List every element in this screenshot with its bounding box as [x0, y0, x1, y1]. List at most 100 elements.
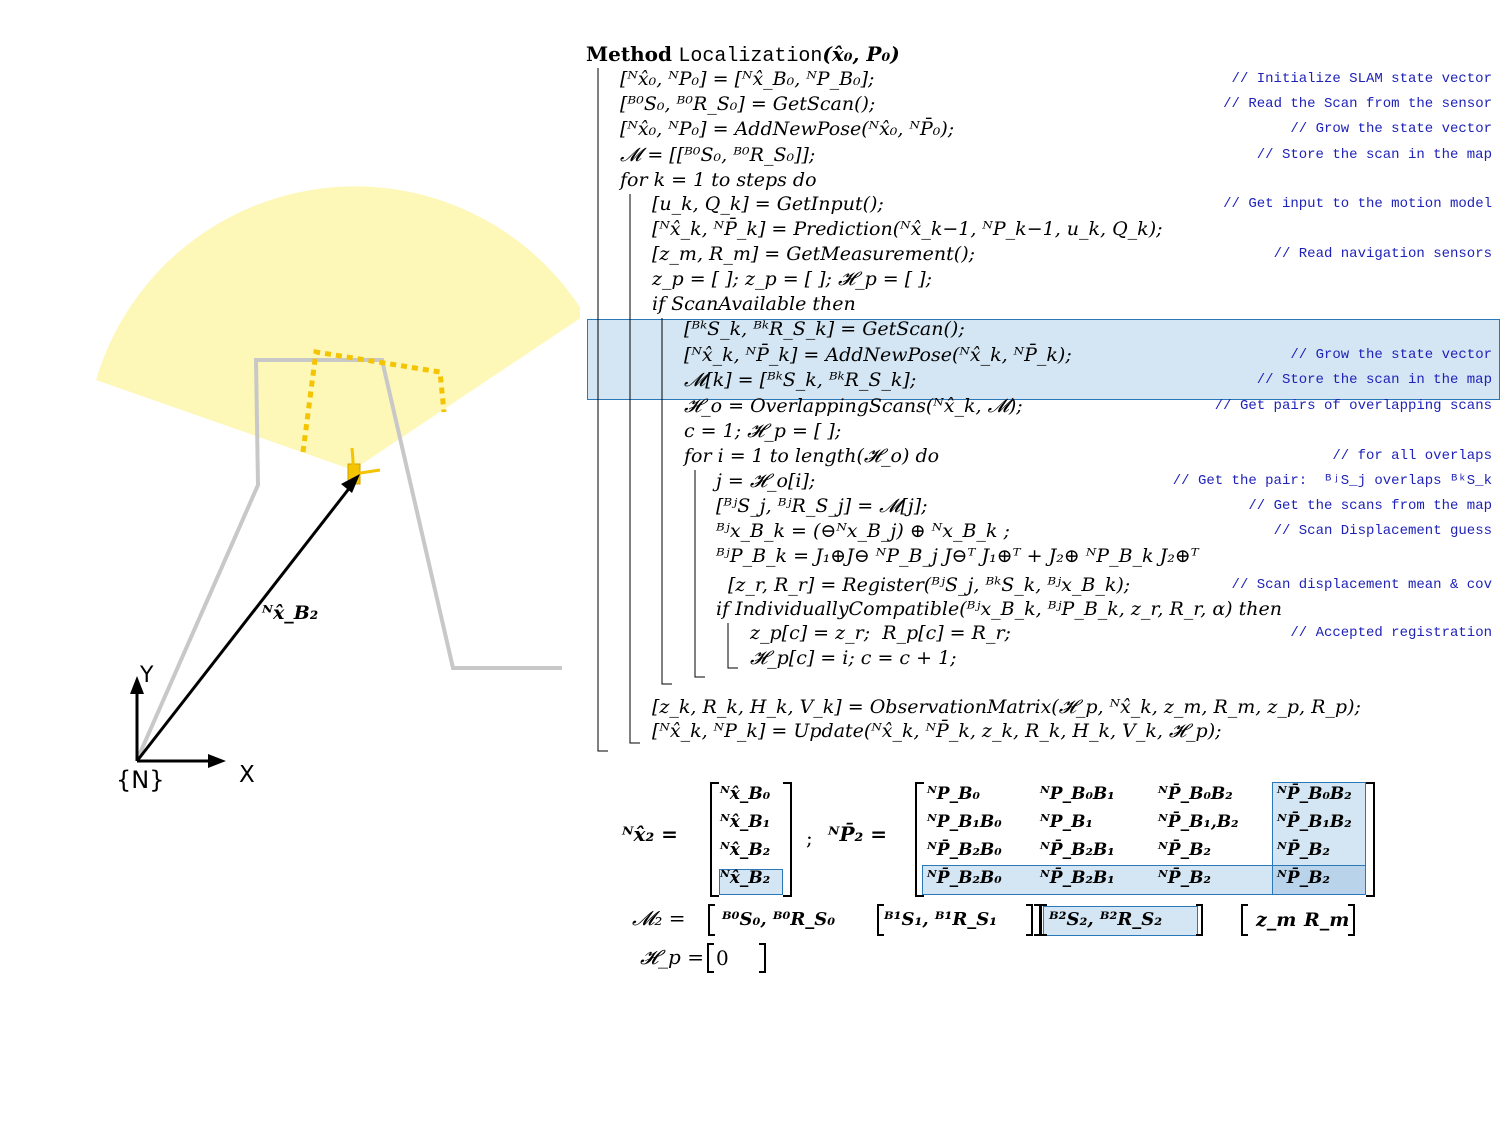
algorithm-title: Method Localization(x̂₀, P₀) — [586, 42, 900, 68]
algorithm-line: [ᴮᵏS_k, ᴮᵏR_S_k] = GetScan(); — [0, 317, 1500, 342]
p-matrix-cell: ᴺP_B₀B₁ — [1040, 784, 1115, 804]
algorithm-line: [u_k, Q_k] = GetInput(); // Get input to … — [0, 192, 1500, 217]
algorithm-comment: // Get pairs of overlapping scans — [1214, 398, 1492, 414]
p-state-lhs: ᴺP̄₂ = — [828, 822, 888, 846]
p-matrix-cell: ᴺP̄_B₂B₀ — [927, 840, 1002, 860]
measurement-entry: R_m — [1304, 909, 1350, 931]
x-state-lhs: ᴺx̂₂ = — [622, 822, 678, 846]
algorithm-code: for i = 1 to length(𝓗_o) do — [684, 445, 940, 467]
algorithm-code: z_p[c] = z_r; R_p[c] = R_r; — [750, 622, 1011, 644]
algorithm-line: 𝓜[k] = [ᴮᵏS_k, ᴮᵏR_S_k]; // Store the sca… — [0, 368, 1500, 393]
algorithm-line: for k = 1 to steps do — [0, 168, 1500, 193]
algorithm-code: [ᴺx̂₀, ᴺP₀] = AddNewPose(ᴺx̂₀, ᴺP̄₀); — [620, 118, 955, 140]
scan-block-highlight — [587, 319, 1500, 400]
algorithm-code: for k = 1 to steps do — [620, 169, 817, 191]
x-vector-left-bracket — [710, 782, 719, 897]
algorithm-line: ᴮʲx_B_k = (⊖ᴺx_B_j) ⊕ ᴺx_B_k ; // Scan Di… — [0, 519, 1500, 544]
algorithm-line: [ᴺx̂_k, ᴺP̄_k] = AddNewPose(ᴺx̂_k, ᴺP̄_k… — [0, 343, 1500, 368]
algorithm-code: [ᴮ⁰S₀, ᴮ⁰R_S₀] = GetScan(); — [620, 93, 876, 115]
x-vector-entry: ᴺx̂_B₀ — [720, 784, 771, 804]
algorithm-line: if ScanAvailable then — [0, 292, 1500, 317]
algorithm-code: c = 1; 𝓗_p = [ ]; — [684, 420, 842, 442]
map-new-scan-highlight — [1043, 906, 1198, 936]
algorithm-code: j = 𝓗_o[i]; — [716, 470, 816, 492]
algorithm-code: [ᴮᵏS_k, ᴮᵏR_S_k] = GetScan(); — [684, 318, 965, 340]
p-matrix-cell: ᴺP̄_B₂B₁ — [1040, 868, 1115, 888]
algorithm-comment: // Read the Scan from the sensor — [1223, 96, 1492, 112]
p-matrix-cell: ᴺP̄_B₂B₀ — [927, 868, 1002, 888]
map-entry: ᴮ⁰S₀, ᴮ⁰R_S₀ — [722, 909, 836, 930]
algorithm-comment: // Initialize SLAM state vector — [1231, 71, 1492, 87]
algorithm-code: [ᴺx̂_k, ᴺP̄_k] = AddNewPose(ᴺx̂_k, ᴺP̄_k… — [684, 344, 1072, 366]
environment-sketch — [96, 186, 580, 768]
p-matrix-cell: ᴺP_B₀ — [927, 784, 980, 804]
p-matrix-right-bracket — [1366, 782, 1375, 897]
algorithm-comment: // Store the scan in the map — [1256, 372, 1492, 388]
algorithm-line: [ᴺx̂₀, ᴺP₀] = AddNewPose(ᴺx̂₀, ᴺP̄₀); // … — [0, 117, 1500, 142]
map-right-bracket — [1196, 904, 1203, 936]
algorithm-line: [ᴺx̂₀, ᴺP₀] = [ᴺx̂_B₀, ᴺP_B₀];// Initial… — [0, 67, 1500, 92]
algorithm-code: [u_k, Q_k] = GetInput(); — [652, 193, 884, 215]
algorithm-line: z_p = [ ]; z_p = [ ]; 𝓗_p = [ ]; — [0, 267, 1500, 292]
algorithm-comment: // Read navigation sensors — [1273, 246, 1492, 262]
hp-left-bracket — [707, 943, 714, 973]
map-left-bracket — [877, 904, 884, 936]
algorithm-line: c = 1; 𝓗_p = [ ]; — [0, 419, 1500, 444]
algorithm-line: ᴮʲP_B_k = J₁⊕J⊖ ᴺP_B_j J⊖ᵀ J₁⊕ᵀ + J₂⊕ ᴺP… — [0, 544, 1500, 569]
algorithm-code: ᴮʲP_B_k = J₁⊕J⊖ ᴺP_B_j J⊖ᵀ J₁⊕ᵀ + J₂⊕ ᴺP… — [716, 545, 1199, 567]
pose-vector — [135, 485, 353, 762]
p-matrix-cell: ᴺP̄_B₂ — [1158, 840, 1211, 860]
algorithm-comment: // Scan Displacement guess — [1273, 523, 1492, 539]
algorithm-comment: // Get input to the motion model — [1223, 196, 1492, 212]
map-lhs: 𝓜₂ = — [632, 906, 686, 930]
block-guides — [597, 68, 738, 752]
algorithm-line: 𝓗_o = OverlappingScans(ᴺx̂_k, 𝓜);// Get … — [0, 394, 1500, 419]
algorithm-code: 𝓜[k] = [ᴮᵏS_k, ᴮᵏR_S_k]; — [684, 369, 917, 391]
hp-entry: 0 — [716, 946, 729, 970]
hp-right-bracket — [759, 943, 766, 973]
map-left-bracket — [1241, 904, 1248, 936]
scan-fan — [96, 186, 580, 470]
p-matrix-cell: ᴺP̄_B₀B₂ — [1277, 784, 1352, 804]
p-matrix-cell: ᴺP̄_B₁B₂ — [1277, 812, 1352, 832]
algorithm-code: [z_m, R_m] = GetMeasurement(); — [652, 243, 976, 265]
measurement-entry: z_m — [1256, 909, 1297, 931]
x-axis-label: X — [239, 762, 255, 788]
algorithm-line: [ᴮ⁰S₀, ᴮ⁰R_S₀] = GetScan(); // Read the S… — [0, 92, 1500, 117]
p-matrix-cell: ᴺP̄_B₂ — [1158, 868, 1211, 888]
algorithm-line: [ᴮʲS_j, ᴮʲR_S_j] = 𝓜[j];// Get the scans… — [0, 494, 1500, 519]
algorithm-comment: // for all overlaps — [1332, 448, 1492, 464]
algorithm-code: ᴮʲx_B_k = (⊖ᴺx_B_j) ⊕ ᴺx_B_k ; — [716, 520, 1010, 542]
x-axis-arrowhead — [208, 754, 226, 768]
y-axis-arrowhead — [130, 676, 144, 694]
algorithm-line: [ᴺx̂_k, ᴺP_k] = Update(ᴺx̂_k, ᴺP̄_k, z_k… — [0, 719, 1500, 744]
p-matrix-cell: ᴺP̄_B₀B₂ — [1158, 784, 1233, 804]
algorithm-comment: // Get the scans from the map — [1248, 498, 1492, 514]
algorithm-code: 𝓜 = [[ᴮ⁰S₀, ᴮ⁰R_S₀]]; — [620, 144, 816, 166]
p-new-corner-highlight — [1272, 865, 1366, 895]
algorithm-line: j = 𝓗_o[i]; // Get the pair: ᴮʲS_j overla… — [0, 469, 1500, 494]
algorithm-comment: // Grow the state vector — [1290, 121, 1492, 137]
algorithm-code: [z_k, R_k, H_k, V_k] = ObservationMatrix… — [652, 696, 1361, 718]
algorithm-body: [ᴺx̂₀, ᴺP₀] = [ᴺx̂_B₀, ᴺP_B₀];// Initial… — [0, 67, 1500, 744]
algorithm-line: if IndividuallyCompatible(ᴮʲx_B_k, ᴮʲP_B… — [0, 597, 1500, 622]
algorithm-line: 𝓜 = [[ᴮ⁰S₀, ᴮ⁰R_S₀]];// Store the scan i… — [0, 143, 1500, 168]
x-vector-entry: ᴺx̂_B₂ — [720, 868, 771, 888]
p-matrix-cell: ᴺP_B₁ — [1040, 812, 1093, 832]
algorithm-code: [ᴺx̂_k, ᴺP_k] = Update(ᴺx̂_k, ᴺP̄_k, z_k… — [652, 720, 1222, 742]
algorithm-comment: // Accepted registration — [1290, 625, 1492, 641]
algorithm-comment: // Grow the state vector — [1290, 347, 1492, 363]
algorithm-code: 𝓗_p[c] = i; c = c + 1; — [750, 647, 957, 669]
algorithm-line: 𝓗_p[c] = i; c = c + 1; — [0, 646, 1500, 671]
x-new-entry-highlight — [719, 869, 783, 895]
p-matrix-cell: ᴺP̄_B₂ — [1277, 840, 1330, 860]
p-matrix-cell: ᴺP̄_B₂B₁ — [1040, 840, 1115, 860]
pose-vector-label: ᴺx̂_B₂ — [262, 602, 319, 624]
pose-vector-arrowhead — [341, 474, 360, 493]
p-matrix-cell: ᴺP̄_B₁,B₂ — [1158, 812, 1239, 832]
algorithm-line: [z_k, R_k, H_k, V_k] = ObservationMatrix… — [0, 695, 1500, 720]
map-left-bracket — [708, 904, 715, 936]
algorithm-comment: // Get the pair: ᴮʲS_j overlaps ᴮᵏS_k — [1172, 473, 1492, 489]
x-vector-entry: ᴺx̂_B₂ — [720, 840, 771, 860]
environment-walls — [135, 358, 562, 761]
